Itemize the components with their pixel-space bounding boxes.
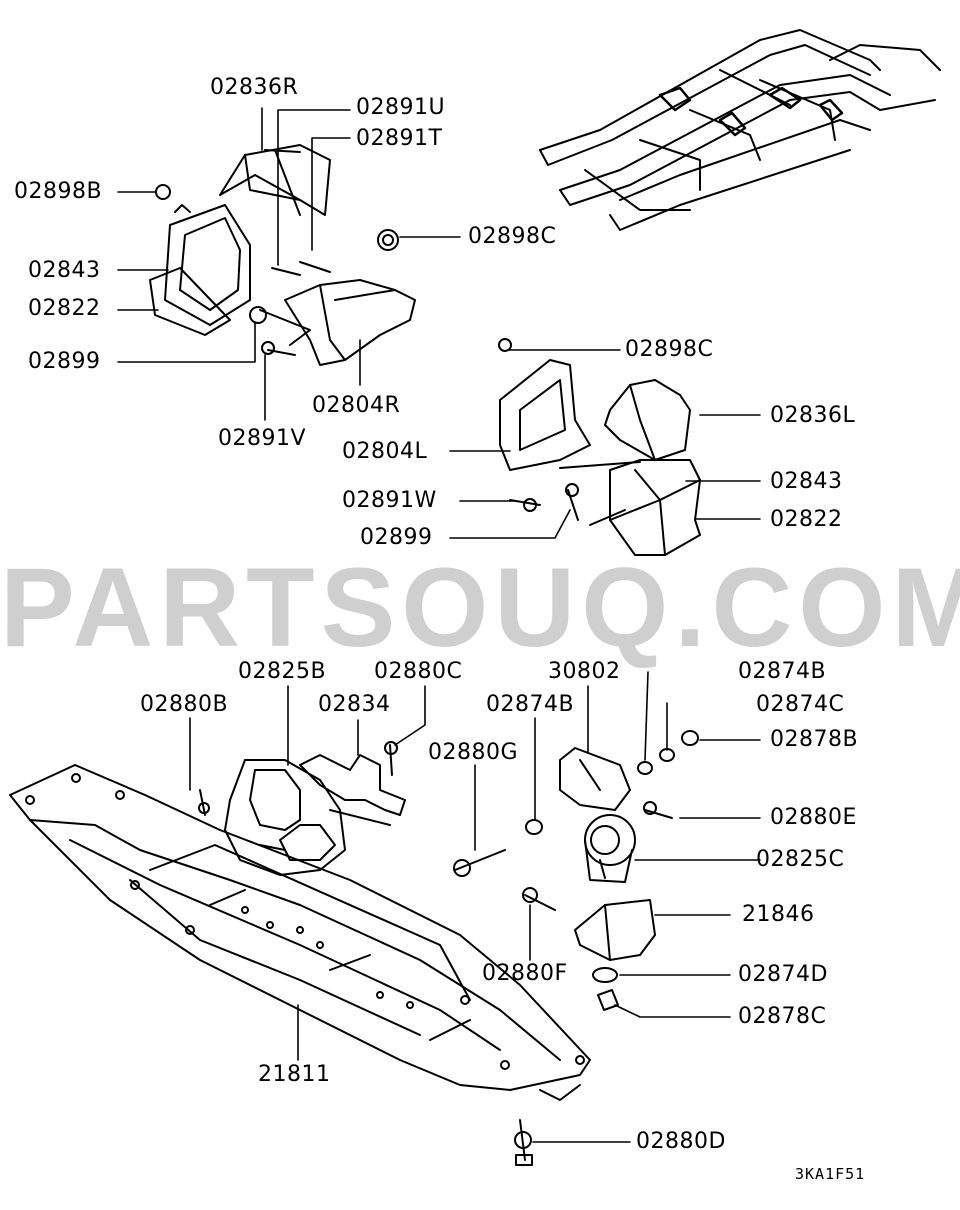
- part-label-02836L[interactable]: 02836L: [770, 403, 856, 428]
- part-label-02878C[interactable]: 02878C: [738, 1004, 827, 1029]
- part-label-02880D[interactable]: 02880D: [636, 1129, 726, 1154]
- right-engine-mount-illustration: [149, 144, 416, 366]
- part-label-02880B[interactable]: 02880B: [140, 692, 229, 717]
- part-label-02891V[interactable]: 02891V: [218, 426, 307, 451]
- part-label-02898C-top[interactable]: 02898C: [468, 224, 557, 249]
- crossmember-21811-illustration: [9, 764, 591, 1101]
- part-label-21811[interactable]: 21811: [258, 1062, 331, 1087]
- part-label-02880G[interactable]: 02880G: [428, 740, 519, 765]
- part-label-02834[interactable]: 02834: [318, 692, 391, 717]
- part-label-02874D[interactable]: 02874D: [738, 962, 828, 987]
- part-label-02843-left[interactable]: 02843: [28, 258, 101, 283]
- part-label-30802[interactable]: 30802: [548, 659, 621, 684]
- part-label-02804L[interactable]: 02804L: [342, 439, 428, 464]
- part-label-02825C[interactable]: 02825C: [756, 847, 845, 872]
- chassis-frame-illustration: [539, 29, 941, 231]
- part-label-02843-right[interactable]: 02843: [770, 469, 843, 494]
- figure-code: 3KA1F51: [795, 1165, 866, 1183]
- left-engine-mount-illustration: [498, 338, 701, 556]
- part-label-02874B-mid[interactable]: 02874B: [486, 692, 575, 717]
- leader-lines: [117, 107, 761, 1143]
- part-label-02880F[interactable]: 02880F: [482, 961, 568, 986]
- transmission-mount-illustration: [198, 741, 406, 876]
- part-label-02822-right[interactable]: 02822: [770, 507, 843, 532]
- part-label-02880C[interactable]: 02880C: [374, 659, 463, 684]
- watermark: PARTSOUQ.COM: [0, 545, 960, 670]
- part-label-02874B-top[interactable]: 02874B: [738, 659, 827, 684]
- part-label-21846[interactable]: 21846: [742, 902, 815, 927]
- part-label-02891T[interactable]: 02891T: [356, 126, 443, 151]
- part-label-02878B[interactable]: 02878B: [770, 727, 859, 752]
- part-label-02825B[interactable]: 02825B: [238, 659, 327, 684]
- part-label-02891W[interactable]: 02891W: [342, 488, 437, 513]
- part-label-02899-right[interactable]: 02899: [360, 525, 433, 550]
- part-label-02874C[interactable]: 02874C: [756, 692, 845, 717]
- part-label-02898C-mid[interactable]: 02898C: [625, 337, 714, 362]
- part-label-02804R[interactable]: 02804R: [312, 393, 401, 418]
- part-label-02898B[interactable]: 02898B: [14, 179, 103, 204]
- part-label-02880E[interactable]: 02880E: [770, 805, 857, 830]
- part-label-02822-left[interactable]: 02822: [28, 296, 101, 321]
- part-label-02836R[interactable]: 02836R: [210, 75, 299, 100]
- rear-mount-hardware-illustration: [453, 730, 699, 1166]
- part-label-02891U[interactable]: 02891U: [356, 95, 446, 120]
- part-label-02899-left[interactable]: 02899: [28, 349, 101, 374]
